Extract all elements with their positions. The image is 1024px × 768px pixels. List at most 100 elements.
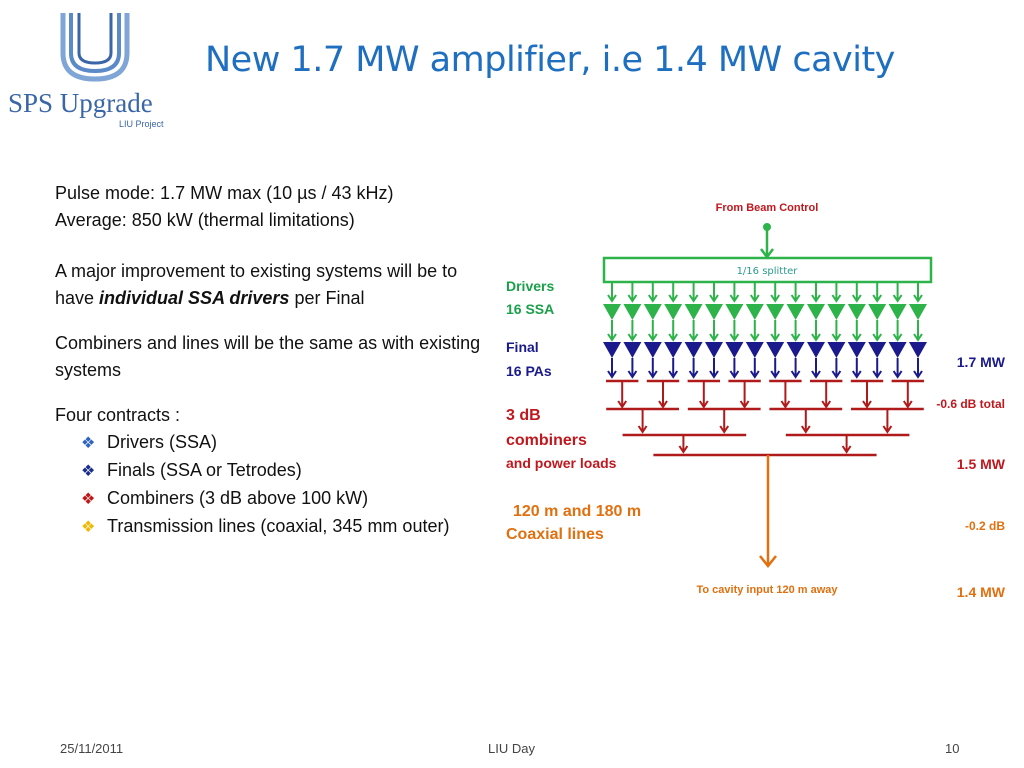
diamond-bullet-icon: ❖: [81, 491, 96, 508]
power-1-5mw: 1.5 MW: [957, 456, 1006, 472]
final-label-2: 16 PAs: [506, 363, 552, 379]
combiner-arrowhead: [862, 400, 872, 409]
driver-ssa: [725, 304, 744, 320]
driver-ssa: [684, 304, 703, 320]
final-arrowhead: [668, 370, 679, 379]
splitter-arrowhead: [668, 294, 679, 303]
driver-ssa: [643, 304, 662, 320]
splitter-label: 1/16 splitter: [737, 266, 799, 277]
final-pa: [643, 342, 662, 358]
driver-arrowhead: [770, 333, 781, 342]
final-arrowhead: [790, 370, 801, 379]
combiner-arrowhead: [780, 400, 791, 409]
footer-page-number: 10: [945, 741, 960, 756]
final-arrowhead: [729, 370, 740, 379]
combiner-arrowhead: [658, 400, 668, 409]
final-pa: [745, 342, 764, 358]
combiner-arrowhead: [841, 445, 852, 454]
combiner-arrowhead: [739, 400, 750, 409]
final-pa: [664, 342, 683, 358]
combiner-arrowhead: [719, 425, 730, 434]
driver-arrowhead: [647, 333, 658, 342]
coax-arrowhead: [759, 555, 777, 569]
driver-arrowhead: [913, 333, 923, 342]
driver-ssa: [888, 304, 907, 320]
power-1-4mw: 1.4 MW: [957, 584, 1006, 600]
drivers-label-2: 16 SSA: [506, 301, 554, 317]
improvement-emphasis: individual SSA drivers: [99, 288, 290, 308]
combiner-arrowhead: [821, 400, 832, 409]
combiner-arrowhead: [637, 425, 648, 434]
final-pa: [766, 342, 785, 358]
final-pa: [725, 342, 744, 358]
final-pa: [827, 342, 846, 358]
final-pa: [888, 342, 907, 358]
final-arrowhead: [688, 370, 699, 379]
combiner-arrowhead: [800, 425, 811, 434]
splitter-arrowhead: [831, 294, 842, 303]
final-pa: [807, 342, 825, 358]
driver-ssa: [603, 304, 621, 320]
driver-arrowhead: [872, 333, 883, 342]
driver-arrowhead: [749, 333, 760, 342]
driver-arrowhead: [892, 333, 903, 342]
combiners-label-2: combiners: [506, 432, 587, 449]
final-label-1: Final: [506, 339, 539, 355]
splitter-arrowhead: [709, 294, 719, 303]
driver-ssa: [705, 304, 723, 320]
contract-item: ❖Drivers (SSA): [55, 429, 495, 457]
improvement-after: per Final: [289, 288, 365, 308]
final-arrowhead: [913, 370, 923, 379]
driver-arrowhead: [627, 333, 638, 342]
final-pa: [786, 342, 805, 358]
splitter-arrowhead: [647, 294, 658, 303]
footer-date: 25/11/2011: [60, 741, 124, 756]
loss-0-6db: -0.6 dB total: [936, 397, 1005, 411]
splitter-arrowhead: [627, 294, 638, 303]
driver-ssa: [909, 304, 927, 320]
splitter-arrowhead: [749, 294, 760, 303]
contract-item: ❖Finals (SSA or Tetrodes): [55, 457, 495, 485]
drivers-label-1: Drivers: [506, 278, 554, 294]
final-arrowhead: [647, 370, 658, 379]
combiners-text: Combiners and lines will be the same as …: [55, 333, 481, 380]
splitter-arrowhead: [811, 294, 821, 303]
combiners-label-3: and power loads: [506, 455, 617, 471]
final-arrowhead: [892, 370, 903, 379]
splitter-arrowhead: [688, 294, 699, 303]
sps-upgrade-logo: [60, 13, 130, 82]
final-arrowhead: [627, 370, 638, 379]
driver-arrowhead: [709, 333, 719, 342]
coax-label-2: Coaxial lines: [506, 526, 604, 543]
driver-ssa: [847, 304, 866, 320]
driver-ssa: [745, 304, 764, 320]
final-arrowhead: [872, 370, 883, 379]
improvement-before: A major improvement to existing systems …: [55, 261, 458, 308]
combiner-arrowhead: [678, 445, 689, 454]
splitter-arrowhead: [872, 294, 883, 303]
driver-ssa: [827, 304, 846, 320]
splitter-arrowhead: [913, 294, 923, 303]
logo-text: SPS Upgrade: [8, 88, 153, 118]
driver-ssa: [664, 304, 683, 320]
driver-arrowhead: [668, 333, 679, 342]
driver-ssa: [623, 304, 642, 320]
combiner-arrowhead: [617, 400, 628, 409]
diamond-bullet-icon: ❖: [81, 435, 96, 452]
contract-item: ❖Transmission lines (coaxial, 345 mm out…: [55, 513, 495, 541]
final-arrowhead: [831, 370, 842, 379]
driver-arrowhead: [729, 333, 740, 342]
final-pa: [684, 342, 703, 358]
contract-item: ❖Combiners (3 dB above 100 kW): [55, 485, 495, 513]
final-pa: [909, 342, 927, 358]
final-arrowhead: [607, 370, 617, 379]
splitter-arrowhead: [770, 294, 781, 303]
final-arrowhead: [749, 370, 760, 379]
driver-ssa: [766, 304, 785, 320]
driver-arrowhead: [851, 333, 862, 342]
splitter-box: [602, 256, 933, 284]
driver-arrowhead: [831, 333, 842, 342]
final-pa: [603, 342, 621, 358]
diamond-bullet-icon: ❖: [81, 519, 96, 536]
